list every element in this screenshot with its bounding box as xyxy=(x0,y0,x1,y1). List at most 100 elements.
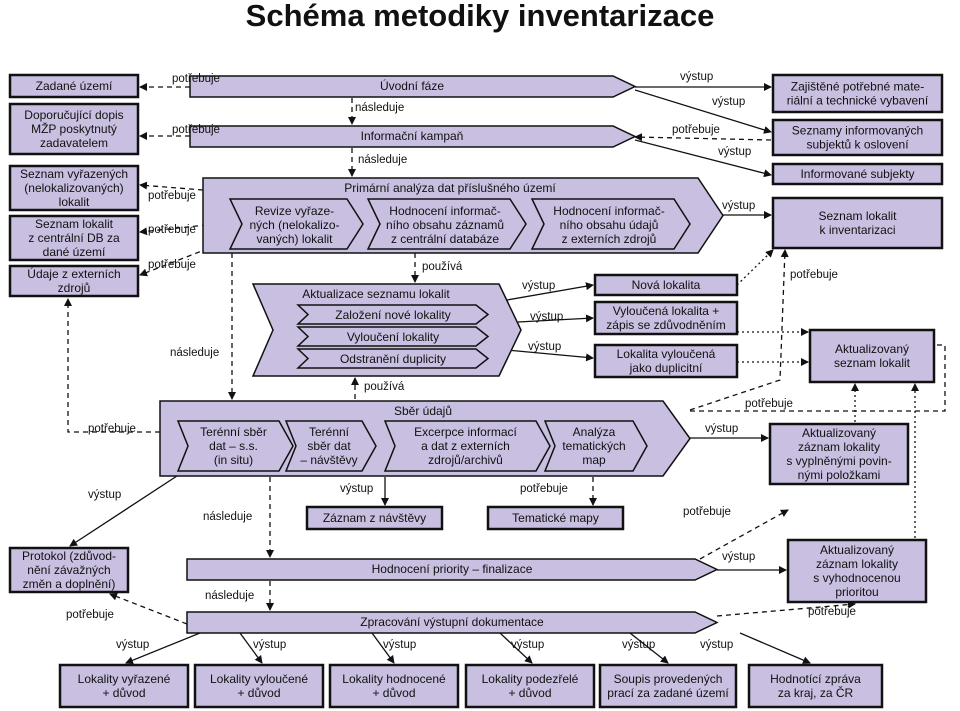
box-doporucujici-dopis-line: zadavatelem xyxy=(40,136,108,150)
box-udaje-externi-line: Údaje z externích xyxy=(27,266,120,281)
primarni-step-2-line: Hodnocení informač- xyxy=(389,204,500,218)
box-tematicke-mapy xyxy=(486,505,625,531)
sber-step-4 xyxy=(543,420,648,472)
primarni-step-1-line: Revize vyřaze- xyxy=(255,204,334,218)
sber-step-2-line: sběr dat xyxy=(307,439,351,453)
box-tematicke-mapy-line: Tematické mapy xyxy=(512,511,599,525)
box-final-output-2 xyxy=(193,663,325,709)
label-potrebuje: potřebuje xyxy=(66,609,114,621)
label-vystup: výstup xyxy=(530,311,563,323)
connector-vystup-vyloucena xyxy=(517,314,594,323)
connector-vystup-protokol xyxy=(69,473,181,547)
label-potrebuje: potřebuje xyxy=(148,190,196,202)
primarni-step-3-line: ního obsahu údajů xyxy=(560,218,659,232)
primarni-step-3 xyxy=(530,198,691,250)
label-potrebuje: potřebuje xyxy=(520,483,568,495)
connector-potrebuje-vyrazene xyxy=(139,181,204,191)
label-nasleduje: následuje xyxy=(355,102,404,114)
box-informovane-subjekty xyxy=(771,162,944,186)
phase-kampan xyxy=(189,125,637,148)
connector-potrebuje-externi xyxy=(139,241,226,277)
phase-primarni-label: Primární analýza dat příslušného území xyxy=(344,181,556,195)
box-seznamy-informovanych-line: subjektů k oslovení xyxy=(806,138,909,152)
box-seznam-k-inventarizaci-line: k inventarizaci xyxy=(819,223,895,237)
phase-hodnoceni xyxy=(186,558,719,581)
box-protokol-line: Protokol (zdůvod- xyxy=(22,549,116,563)
phase-hodnoceni-label: Hodnocení priority – finalizace xyxy=(372,562,533,576)
box-zaznam-povinne-line: záznam lokality xyxy=(798,440,880,454)
label-vystup: výstup xyxy=(700,639,733,651)
sber-step-1-line: Terénní sběr xyxy=(200,425,267,439)
label-potrebuje: potřebuje xyxy=(808,606,856,618)
sber-step-1-line: (in situ) xyxy=(214,453,253,467)
box-zaznam-povinne-line: Aktualizovaný xyxy=(802,426,876,440)
label-potrebuje: potřebuje xyxy=(672,124,720,136)
box-zaznam-priorita-line: Aktualizovaný xyxy=(820,543,894,557)
sber-step-3-line: Excerpce informací xyxy=(414,425,517,439)
box-seznam-lokalit-centralni-line: dané území xyxy=(43,245,106,259)
box-protokol-line: nění závažných xyxy=(27,563,110,577)
box-doporucujici-dopis xyxy=(8,102,140,156)
box-final-output-4-line: + důvod xyxy=(508,686,551,700)
box-final-output-6 xyxy=(747,663,884,709)
box-seznam-vyrazenych-line: lokalit xyxy=(59,195,90,209)
box-seznam-vyrazenych-line: Seznam vyřazených xyxy=(20,167,128,181)
connector-nova-to-seznam xyxy=(736,249,774,286)
connector-potrebuje-protokol xyxy=(109,592,188,625)
label-nasleduje: následuje xyxy=(170,347,219,359)
label-vystup: výstup xyxy=(253,639,286,651)
label-vystup: výstup xyxy=(680,71,713,83)
box-zaznam-priorita-line: s vyhodnocenou xyxy=(813,571,900,585)
box-seznam-vyrazenych xyxy=(8,164,140,212)
box-aktualizovany-seznam xyxy=(808,328,936,384)
sber-step-2-line: Terénní xyxy=(309,425,350,439)
label-potrebuje: potřebuje xyxy=(790,269,838,281)
connector-vystup-duplicitni xyxy=(506,349,594,362)
box-final-output-6-line: Hodnotící zpráva xyxy=(770,672,861,686)
box-zaznam-navstevy-line: Záznam z návštěvy xyxy=(323,511,426,525)
connector-potrebuje-seznamy xyxy=(634,133,772,142)
phase-kampan-label: Informační kampaň xyxy=(361,129,464,143)
box-zadane-uzemi-line: Zadané území xyxy=(36,79,113,93)
box-zaznam-priorita xyxy=(786,538,928,604)
box-zaznam-povinne xyxy=(768,422,910,486)
aktualizace-step-3 xyxy=(296,348,490,369)
label-vystup: výstup xyxy=(116,639,149,651)
primarni-step-3-line: Hodnocení informač- xyxy=(553,204,664,218)
box-zaznam-povinne-line: nými položkami xyxy=(798,468,881,482)
box-udaje-externi-line: zdrojů xyxy=(58,281,91,295)
box-final-output-2-line: Lokality vyloučené xyxy=(210,672,308,686)
label-vystup: výstup xyxy=(705,423,738,435)
label-nasleduje: následuje xyxy=(358,154,407,166)
connector-potrebuje-aktual xyxy=(690,344,946,412)
box-seznam-k-inventarizaci-line: Seznam lokalit xyxy=(818,209,897,223)
connector-vystup-final-1 xyxy=(125,632,201,665)
box-nova-lokalita xyxy=(593,273,739,297)
box-seznamy-informovanych-line: Seznamy informovaných xyxy=(792,124,923,138)
box-final-output-5 xyxy=(598,663,738,709)
connector-potrebuje-seznam-k-inv xyxy=(689,249,789,411)
box-doporucujici-dopis-line: Doporučující dopis xyxy=(24,108,123,122)
label-vystup: výstup xyxy=(622,639,655,651)
box-vyloucena-lokalita-line: zápis se zdůvodněním xyxy=(606,318,725,332)
box-final-output-2-line: + důvod xyxy=(237,686,280,700)
sber-step-3-line: a dat z externích xyxy=(421,439,510,453)
primarni-step-3-line: z externích zdrojů xyxy=(562,232,657,246)
box-zajistene-vybaveni-line: riální a technické vybavení xyxy=(787,94,929,108)
label-nasleduje: následuje xyxy=(203,511,252,523)
box-zajistene-vybaveni xyxy=(771,73,944,114)
connector-vystup-informovane xyxy=(634,139,772,178)
box-informovane-subjekty-line: Informované subjekty xyxy=(800,167,914,181)
label-potrebuje: potřebuje xyxy=(148,259,196,271)
label-potrebuje: potřebuje xyxy=(88,423,136,435)
phase-sber-label: Sběr údajů xyxy=(394,404,452,418)
label-vystup: výstup xyxy=(528,341,561,353)
connector-potrebuje-zaznam-povinne xyxy=(699,509,789,560)
primarni-step-2-line: ního obsahu záznamů xyxy=(386,218,504,232)
primarni-step-1 xyxy=(228,198,364,250)
aktualizace-step-1 xyxy=(296,304,490,325)
box-lokalita-duplicitni-line: jako duplicitní xyxy=(629,361,703,375)
sber-step-2 xyxy=(284,420,377,472)
